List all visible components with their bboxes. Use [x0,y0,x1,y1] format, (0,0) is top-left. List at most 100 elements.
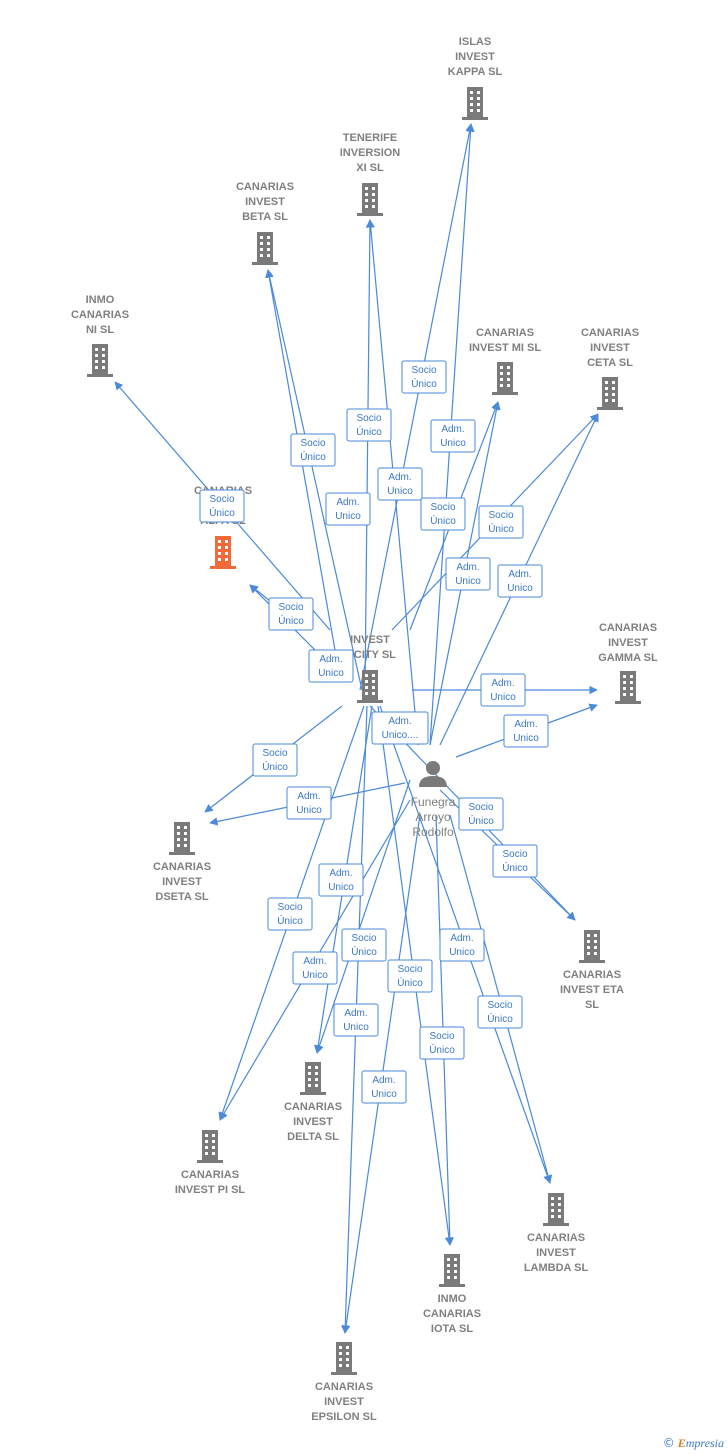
badge-text-line: Adm. [508,569,531,580]
badge-text-line: Socio [429,1031,454,1042]
relation-badge[interactable]: Adm.Unico.... [371,711,429,745]
relation-badge[interactable]: Adm.Unico [361,1070,407,1104]
node-label-line: DELTA SL [287,1131,339,1143]
brand-name: mpresia [685,1436,724,1450]
node-label-line: INVEST [324,1396,364,1408]
relation-badge[interactable]: Adm.Unico [430,419,476,453]
relation-badge[interactable]: Adm.Unico [445,557,491,591]
badge-text-line: Socio [278,602,303,613]
relation-badge[interactable]: Adm.Unico [480,673,526,707]
badge-text-line: Adm. [456,562,479,573]
badge-text-line: Unico [328,882,354,893]
relation-badge[interactable]: Adm.Unico [497,564,543,598]
badge-text-line: Adm. [319,654,342,665]
relation-badge[interactable]: Adm.Unico [286,786,332,820]
building-icon [615,671,641,704]
building-icon [597,377,623,410]
node-label-line: LAMBDA SL [524,1262,589,1274]
node-label-line: INVEST [590,342,630,354]
badge-box [290,433,336,467]
node-label-line: INVEST [608,637,648,649]
badge-text-line: Unico [387,486,413,497]
badge-text-line: Unico [343,1022,369,1033]
badge-text-line: Unico [296,805,322,816]
relation-badge[interactable]: Adm.Unico [292,951,338,985]
badge-text-line: Adm. [336,497,359,508]
node-label-line: EPSILON SL [311,1411,377,1423]
building-icon [543,1193,569,1226]
badge-box [420,497,466,531]
badge-box [458,797,504,831]
relation-badge[interactable]: Adm.Unico [308,649,354,683]
node-label-line: CETA SL [587,357,633,369]
badge-text-line: Socio [277,902,302,913]
badge-text-line: Adm. [329,868,352,879]
relation-badge[interactable]: Adm.Unico [503,714,549,748]
badge-text-line: Adm. [514,719,537,730]
relation-badge[interactable]: Adm.Unico [439,928,485,962]
node-label-line: CANARIAS [181,1169,239,1181]
badge-box [267,897,313,931]
footer-brand: © Empresia [663,1436,724,1451]
node-label-line: INVEST [536,1247,576,1259]
badge-box [199,489,245,523]
badge-text-line: Adm. [388,472,411,483]
badge-text-line: Único [277,914,303,927]
badge-text-line: Socio [502,849,527,860]
badge-text-line: Único [397,976,423,989]
building-icon [439,1254,465,1287]
badge-text-line: Único [300,450,326,463]
relation-badge[interactable]: Adm. Unico [318,863,364,897]
relation-badge[interactable]: Adm.Unico [333,1003,379,1037]
badge-box [292,951,338,985]
badge-text-line: Único [487,1012,513,1025]
node-label-line: GAMMA SL [598,652,658,664]
badge-text-line: Único [488,522,514,535]
node-label-line: INVEST [455,51,495,63]
badge-box [308,649,354,683]
badge-text-line: Unico [440,438,466,449]
badge-box [445,557,491,591]
badge-text-line: Unico.... [382,730,419,741]
badge-text-line: Único [429,1043,455,1056]
node-label-line: TENERIFE [343,132,397,144]
badge-text-line: Unico [449,947,475,958]
node-label-line: INVEST [293,1116,333,1128]
relation-badge[interactable]: Adm. Unico [377,467,423,501]
relation-badge[interactable]: Adm.Unico [325,492,371,526]
